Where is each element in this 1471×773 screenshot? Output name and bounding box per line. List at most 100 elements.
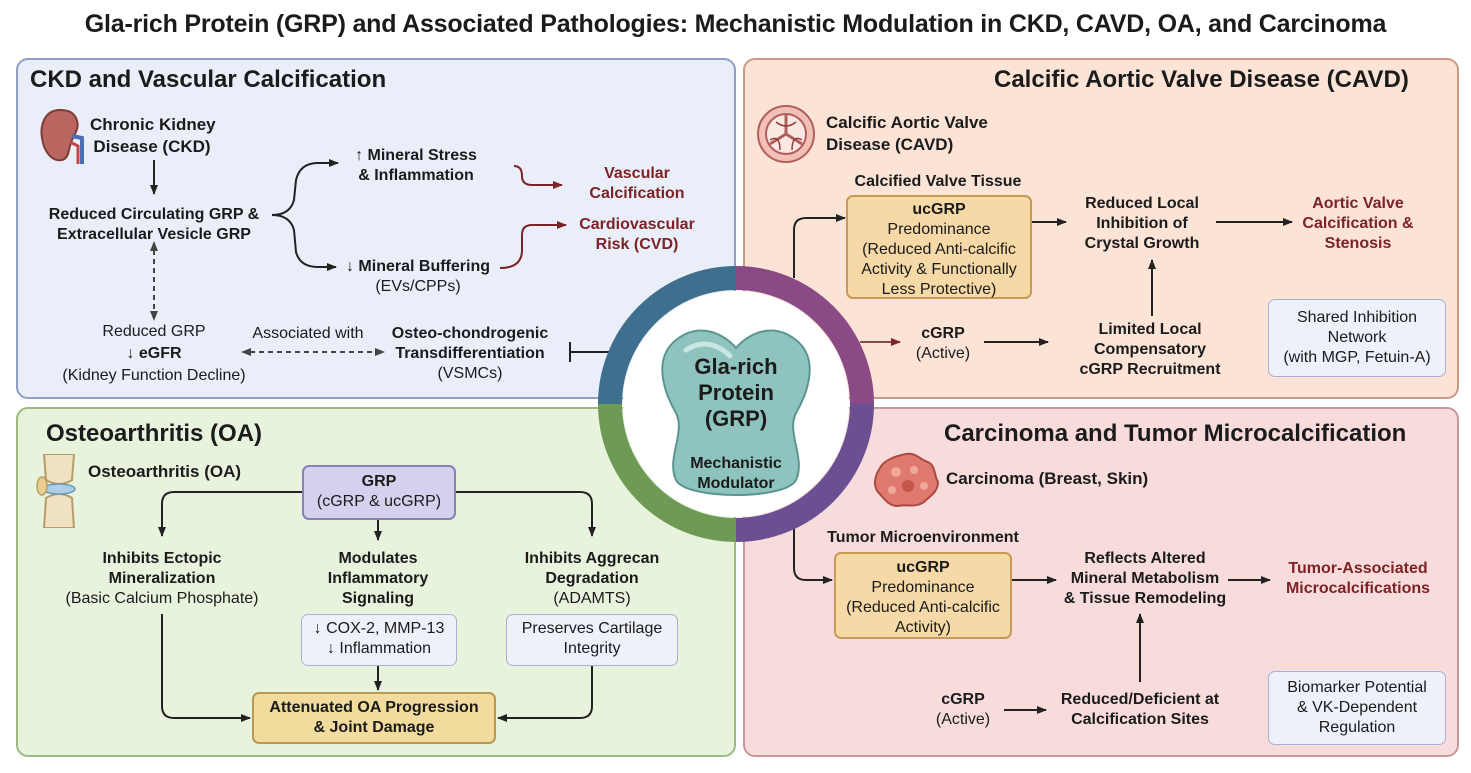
- ckd-cvd-line2: Risk (CVD): [595, 236, 679, 253]
- oa-aggrecan-line2: Degradation: [545, 570, 639, 587]
- cavd-ucgrp-line4: Less Protective): [881, 281, 997, 298]
- grp-protein-icon: [661, 329, 811, 496]
- page-title: Gla-rich Protein (GRP) and Associated Pa…: [84, 10, 1387, 38]
- ckd-mineral-buffer-line1: ↓ Mineral Buffering: [345, 258, 490, 275]
- carcinoma-cgrp-line2: (Active): [935, 711, 991, 728]
- carcinoma-ucgrp-line2: (Reduced Anti-calcific: [846, 599, 1000, 616]
- cavd-outcome-line3: Stenosis: [1324, 235, 1392, 252]
- carcinoma-deficient-line2: Calcification Sites: [1071, 711, 1209, 728]
- oa-ectopic-line3: (Basic Calcium Phosphate): [65, 590, 259, 607]
- ckd-reduced-line2: Extracellular Vesicle GRP: [57, 226, 251, 243]
- oa-cox-line2: ↓ Inflammation: [326, 640, 432, 657]
- cavd-outcome-line1: Aortic Valve: [1312, 195, 1404, 212]
- oa-cartilage-line1: Preserves Cartilage: [521, 620, 663, 637]
- carcinoma-ucgrp-line1: Predominance: [871, 579, 975, 596]
- ckd-egfr-line1: Reduced GRP: [102, 323, 206, 340]
- cavd-outcome-line2: Calcification &: [1302, 215, 1414, 232]
- cavd-reduced-line3: Crystal Growth: [1084, 235, 1200, 252]
- ckd-reduced-line1: Reduced Circulating GRP &: [48, 206, 260, 223]
- ckd-egfr-line2: ↓ eGFR: [126, 345, 182, 362]
- carcinoma-deficient-line1: Reduced/Deficient at: [1060, 691, 1220, 708]
- ckd-mineral-stress-line1: ↑ Mineral Stress: [355, 147, 477, 164]
- grp-name-line3: (GRP): [704, 406, 768, 431]
- oa-cox-box: ↓ COX-2, MMP-13 ↓ Inflammation: [301, 614, 457, 666]
- carcinoma-micro-label: Tumor Microenvironment: [827, 529, 1019, 546]
- oa-outcome-line2: & Joint Damage: [313, 719, 435, 736]
- carcinoma-reflects-line2: Mineral Metabolism: [1070, 570, 1220, 587]
- oa-cartilage-box: Preserves Cartilage Integrity: [506, 614, 678, 666]
- cavd-limited-line2: Compensatory: [1093, 341, 1207, 358]
- oa-outcome-box: Attenuated OA Progression & Joint Damage: [252, 692, 496, 744]
- carcinoma-organ-label: Carcinoma (Breast, Skin): [946, 469, 1149, 488]
- oa-modulates-line2: Inflammatory: [327, 570, 429, 587]
- aortic-valve-icon: [757, 105, 815, 163]
- oa-grp-sub: (cGRP & ucGRP): [316, 493, 442, 510]
- oa-aggrecan-line3: (ADAMTS): [553, 590, 631, 607]
- ckd-organ-line1: Chronic Kidney: [90, 115, 216, 134]
- oa-modulates-line3: Signaling: [342, 590, 414, 607]
- ckd-egfr-line3: (Kidney Function Decline): [62, 367, 246, 384]
- cavd-shared-line3: (with MGP, Fetuin-A): [1283, 349, 1431, 366]
- ckd-mineral-stress-line2: & Inflammation: [358, 167, 474, 184]
- cavd-cgrp-line2: (Active): [915, 345, 971, 362]
- oa-grp-box: GRP (cGRP & ucGRP): [302, 465, 456, 520]
- ckd-associated-label: Associated with: [252, 325, 364, 342]
- cavd-limited-line3: cGRP Recruitment: [1079, 361, 1221, 378]
- carcinoma-ucgrp-box: ucGRP Predominance (Reduced Anti-calcifi…: [834, 552, 1012, 639]
- cavd-cgrp-line1: cGRP: [921, 325, 965, 342]
- oa-cartilage-line2: Integrity: [563, 640, 621, 657]
- oa-organ-label: Osteoarthritis (OA): [88, 462, 242, 481]
- carcinoma-panel-title: Carcinoma and Tumor Microcalcification: [944, 420, 1407, 447]
- carcinoma-outcome-line2: Microcalcifications: [1285, 580, 1431, 597]
- grp-sub-line2: Modulator: [697, 475, 775, 492]
- carcinoma-ucgrp-line3: Activity): [895, 619, 951, 636]
- ckd-vascular-line2: Calcification: [589, 185, 685, 202]
- ckd-organ-line2: Disease (CKD): [93, 137, 211, 156]
- carcinoma-ucgrp-head: ucGRP: [896, 559, 950, 576]
- cavd-limited-line1: Limited Local: [1098, 321, 1202, 338]
- cavd-ucgrp-line1: Predominance: [887, 221, 991, 238]
- carcinoma-biomarker-line2: & VK-Dependent: [1296, 699, 1418, 716]
- cavd-organ-line1: Calcific Aortic Valve: [826, 113, 988, 132]
- carcinoma-outcome-line1: Tumor-Associated: [1288, 560, 1428, 577]
- oa-outcome-line1: Attenuated OA Progression: [269, 699, 479, 716]
- cavd-shared-box: Shared Inhibition Network (with MGP, Fet…: [1268, 299, 1446, 377]
- carcinoma-biomarker-line1: Biomarker Potential: [1287, 679, 1427, 696]
- grp-name-line2: Protein: [698, 380, 774, 405]
- oa-ectopic-line2: Mineralization: [108, 570, 216, 587]
- cavd-tissue-label: Calcified Valve Tissue: [854, 173, 1022, 190]
- kidney-icon: [40, 108, 84, 164]
- oa-panel-title: Osteoarthritis (OA): [46, 420, 263, 447]
- carcinoma-reflects-line1: Reflects Altered: [1084, 550, 1206, 567]
- cavd-ucgrp-box: ucGRP Predominance (Reduced Anti-calcifi…: [846, 195, 1032, 299]
- cavd-shared-line2: Network: [1327, 329, 1387, 346]
- grp-name-line1: Gla-rich: [694, 354, 778, 379]
- cavd-ucgrp-line3: Activity & Functionally: [861, 261, 1017, 278]
- knee-joint-icon: [36, 454, 76, 528]
- ckd-cvd-line1: Cardiovascular: [579, 216, 695, 233]
- ckd-vascular-line1: Vascular: [604, 165, 670, 182]
- ckd-panel-title: CKD and Vascular Calcification: [30, 66, 387, 93]
- oa-grp-head: GRP: [361, 473, 397, 490]
- ckd-osteo-line1: Osteo-chondrogenic: [391, 325, 549, 342]
- carcinoma-reflects-line3: & Tissue Remodeling: [1063, 590, 1227, 607]
- tumor-cell-icon: [873, 452, 940, 508]
- oa-cox-line1: ↓ COX-2, MMP-13: [313, 620, 445, 637]
- cavd-ucgrp-head: ucGRP: [912, 201, 966, 218]
- ckd-mineral-buffer-line2: (EVs/CPPs): [375, 278, 461, 295]
- cavd-ucgrp-line2: (Reduced Anti-calcific: [862, 241, 1016, 258]
- cavd-shared-line1: Shared Inhibition: [1296, 309, 1418, 326]
- cavd-panel-title: Calcific Aortic Valve Disease (CAVD): [994, 66, 1409, 93]
- oa-aggrecan-line1: Inhibits Aggrecan: [524, 550, 660, 567]
- carcinoma-biomarker-line3: Regulation: [1318, 719, 1396, 736]
- ckd-osteo-line3: (VSMCs): [437, 365, 503, 382]
- carcinoma-biomarker-box: Biomarker Potential & VK-Dependent Regul…: [1268, 671, 1446, 745]
- cavd-organ-line2: Disease (CAVD): [826, 135, 954, 154]
- carcinoma-cgrp-line1: cGRP: [941, 691, 985, 708]
- cavd-reduced-line1: Reduced Local: [1085, 195, 1199, 212]
- grp-sub-line1: Mechanistic: [690, 455, 782, 472]
- ckd-osteo-line2: Transdifferentiation: [395, 345, 545, 362]
- oa-modulates-line1: Modulates: [338, 550, 418, 567]
- cavd-reduced-line2: Inhibition of: [1096, 215, 1188, 232]
- oa-ectopic-line1: Inhibits Ectopic: [102, 550, 222, 567]
